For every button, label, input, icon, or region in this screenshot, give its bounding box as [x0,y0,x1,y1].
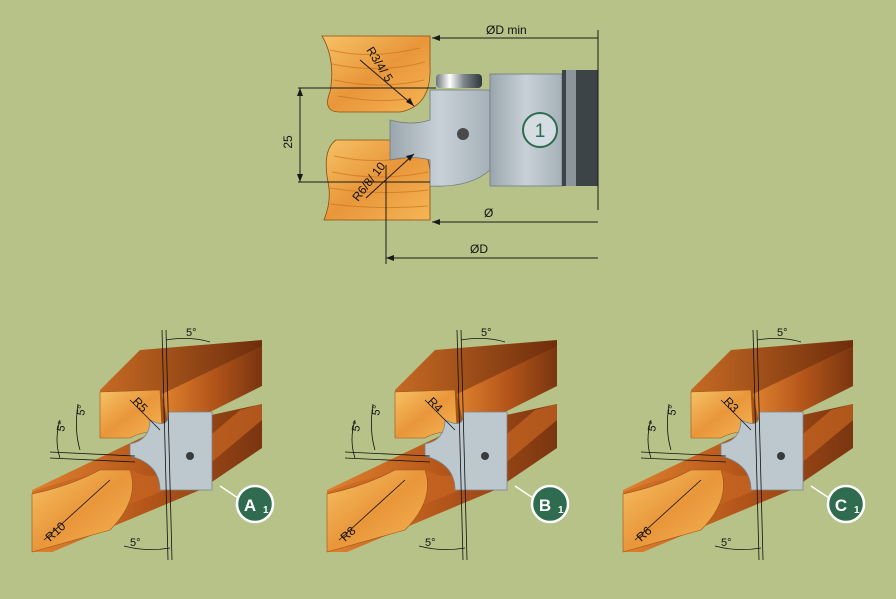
cutter-hole [777,452,785,460]
lower-end-face [326,469,428,553]
angle-label-bottom: 5° [721,537,732,549]
cutter-plate [129,411,213,491]
dim-dmin-label: ØD min [486,23,527,37]
left-angle-arc-1 [371,403,376,451]
left-angle-arc-1 [667,403,672,451]
large-radius-leader [634,479,702,541]
angle-label-left-2: 5° [646,420,660,432]
angle-label-left-1: 5° [666,404,680,416]
variant-badge-letter: C [835,496,847,515]
lower-end-face [622,469,724,553]
variant-badge-sub: 1 [854,505,860,516]
angle-label-left-1: 5° [75,404,89,416]
variant-badge-sub: 1 [263,505,269,516]
angle-label-left-2: 5° [55,420,69,432]
horizontal-reference-line [640,451,727,457]
badge-leader [514,485,534,499]
tool-number: 1 [535,121,546,142]
angle-label-top: 5° [186,327,197,339]
variant-badge-letter: B [539,496,551,515]
horizontal-reference-line [49,451,136,457]
top-profile-diagram: 1 ØD min 25 R3/4/ 5 R6/8/ 10 Ø ØD [281,23,599,264]
left-angle-arc-2 [647,419,652,459]
angle-label-bottom: 5° [130,537,141,549]
angle-label-top: 5° [481,327,492,339]
horizontal-angle-line [640,457,727,463]
vertical-reference-line [752,329,760,561]
variant-badge [530,484,570,524]
angle-label-left-2: 5° [350,420,364,432]
upper-bar-side [457,346,557,432]
cutter-plate [424,411,508,491]
cutter-hole [186,452,194,460]
small-radius-leader [129,399,161,431]
variant-badge-sub: 1 [558,505,564,516]
top-angle-arc [165,338,211,343]
angle-label-bottom: 5° [425,537,436,549]
bottom-angle-arc [123,545,171,550]
variant-badge [826,484,866,524]
small-radius-leader [720,399,752,431]
variant-badge-letter: A [244,496,256,515]
lower-end-face [31,469,133,553]
angle-reference-line [460,329,468,561]
vertical-reference-line [456,329,464,561]
left-angle-arc-2 [56,419,61,459]
height-label: 25 [281,135,295,149]
angle-reference-line [165,329,173,561]
left-angle-arc-2 [351,419,356,459]
bottom-angle-arc [418,545,466,550]
tool-number-badge [522,112,558,148]
large-radius-leader [338,479,406,541]
dim-d-label: ØD [470,242,488,256]
top-angle-arc [756,338,802,343]
cutter-hole [481,452,489,460]
angle-label-top: 5° [777,327,788,339]
badge-leader [219,485,239,499]
angle-reference-line [756,329,764,561]
large-radius-leader [43,479,111,541]
horizontal-angle-line [344,457,431,463]
top-angle-arc [460,338,506,343]
left-angle-arc-1 [76,403,81,451]
bore-dim-label: Ø [484,206,493,220]
angle-label-left-1: 5° [370,404,384,416]
bottom-angle-arc [714,545,762,550]
cutter-plate [720,411,804,491]
badge-leader [810,485,830,499]
upper-bar-side [162,346,262,432]
horizontal-reference-line [344,451,431,457]
vertical-reference-line [161,329,169,561]
bearing [436,74,482,88]
small-radius-leader [424,399,456,431]
horizontal-angle-line [49,457,136,463]
cutter-knife [389,89,491,187]
variant-badge [235,484,275,524]
upper-bar-side [753,346,853,432]
knife-hole [457,128,469,140]
